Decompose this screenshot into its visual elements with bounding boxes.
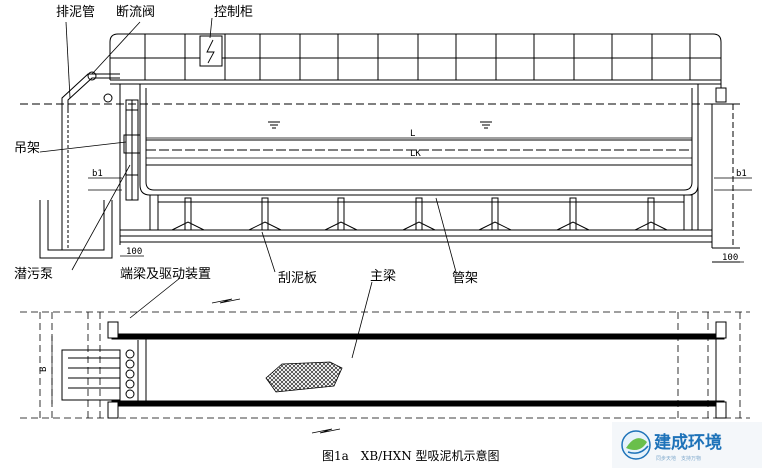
sludge-pipe xyxy=(61,71,120,110)
dim-100-right: 100 xyxy=(722,253,738,263)
dim-LK: LK xyxy=(410,149,421,159)
b1-ticks xyxy=(88,177,752,263)
drive-assembly xyxy=(61,340,139,402)
label-sludge-pipe: 排泥管 xyxy=(56,5,95,20)
dim-b1-right: b1 xyxy=(736,169,747,179)
label-main-beam: 主梁 xyxy=(370,269,396,284)
dim-B: B xyxy=(39,367,49,372)
dim-100-left: 100 xyxy=(126,247,142,257)
logo-name: 建成环境 xyxy=(654,432,722,453)
label-hanger: 吊架 xyxy=(14,141,40,156)
sludge-channel xyxy=(39,110,113,259)
control-cabinet-box xyxy=(199,35,223,67)
company-logo: 建成环境 同步天地 支持万物 xyxy=(612,422,762,468)
sludge-hatch-area xyxy=(265,361,343,393)
right-bank xyxy=(697,80,740,263)
submersible-pump xyxy=(123,99,141,201)
elevation-view xyxy=(20,17,752,359)
end-beams xyxy=(107,321,727,419)
label-pipe-frame: 管架 xyxy=(452,271,478,286)
span-dimensions xyxy=(146,137,692,159)
dim-b1-left: b1 xyxy=(92,169,103,179)
leader-lines xyxy=(39,17,457,359)
pipe-frame-posts xyxy=(149,194,693,231)
logo-slogan: 同步天地 支持万物 xyxy=(656,455,701,462)
label-scraper: 刮泥板 xyxy=(278,271,317,286)
scraper-plates xyxy=(171,221,668,231)
label-shutoff-valve: 断流阀 xyxy=(116,5,155,20)
label-end-beam-drive: 端梁及驱动装置 xyxy=(120,267,211,282)
logo-icon xyxy=(621,430,651,460)
plan-view xyxy=(20,298,750,434)
base-rail xyxy=(120,229,712,243)
tank-outline xyxy=(139,84,699,196)
label-submersible-pump: 潜污泵 xyxy=(14,267,53,282)
main-beams xyxy=(111,333,725,407)
break-marks xyxy=(211,298,341,434)
dim-L: L xyxy=(410,129,415,139)
label-control-cabinet: 控制柜 xyxy=(214,5,253,20)
figure-caption: 图1a XB/HXN 型吸泥机示意图 xyxy=(322,448,500,463)
